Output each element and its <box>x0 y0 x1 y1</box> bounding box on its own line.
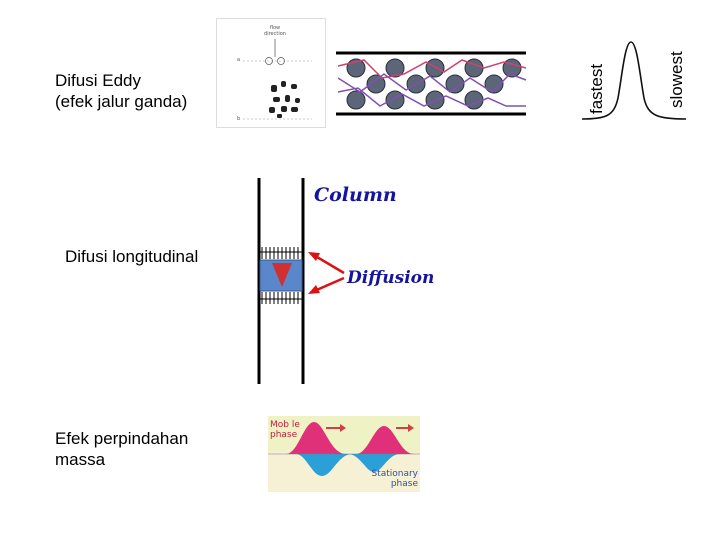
diffusion-arrow-up-head <box>308 252 320 261</box>
fastest-label: fastest <box>587 63 606 114</box>
diffusion-arrow-down-head <box>308 285 320 294</box>
diffusion-label: Diffusion <box>347 268 435 288</box>
mass-transfer-figure: Mob le phase Stationary phase <box>268 416 420 492</box>
thumb-marker-b: b <box>237 116 241 122</box>
stationary-peak-left <box>296 454 352 476</box>
thumb-flow-direction-text: flow direction <box>264 25 286 37</box>
stationary-peak-right <box>348 454 400 472</box>
mobile-peak-left <box>286 422 346 454</box>
mobile-peak-right <box>356 426 414 454</box>
packed-column-figure <box>336 51 527 116</box>
eddy-thumbnail-drawing <box>243 39 312 120</box>
thumb-marker-a: a <box>237 57 241 63</box>
peak-shape-figure <box>581 41 687 120</box>
band-marker-triangle <box>272 263 292 287</box>
packing-particles <box>346 58 522 110</box>
mass-transfer-label: Efek perpindahan massa <box>55 429 189 469</box>
stationary-phase-region <box>268 452 420 492</box>
stationary-phase-label: Stationary phase <box>371 469 418 489</box>
slowest-label: slowest <box>667 51 686 108</box>
flow-path-1 <box>337 59 527 79</box>
upper-diffusion-arrows <box>259 247 303 259</box>
column-label: Column <box>314 184 397 206</box>
column-diffusion-figure <box>257 178 345 384</box>
eddy-diffusion-label: Difusi Eddy (efek jalur ganda) <box>55 71 188 111</box>
broadened-peak-curve <box>581 41 687 120</box>
eddy-thumbnail: flow direction a b <box>216 18 326 128</box>
mobile-phase-label: Mob le phase <box>270 420 300 440</box>
mass-transfer-peaks <box>268 422 420 476</box>
flow-path-2 <box>337 73 527 93</box>
longitudinal-diffusion-label: Difusi longitudinal <box>65 247 199 266</box>
flow-path-3 <box>337 87 526 107</box>
lower-diffusion-arrows <box>259 292 303 304</box>
